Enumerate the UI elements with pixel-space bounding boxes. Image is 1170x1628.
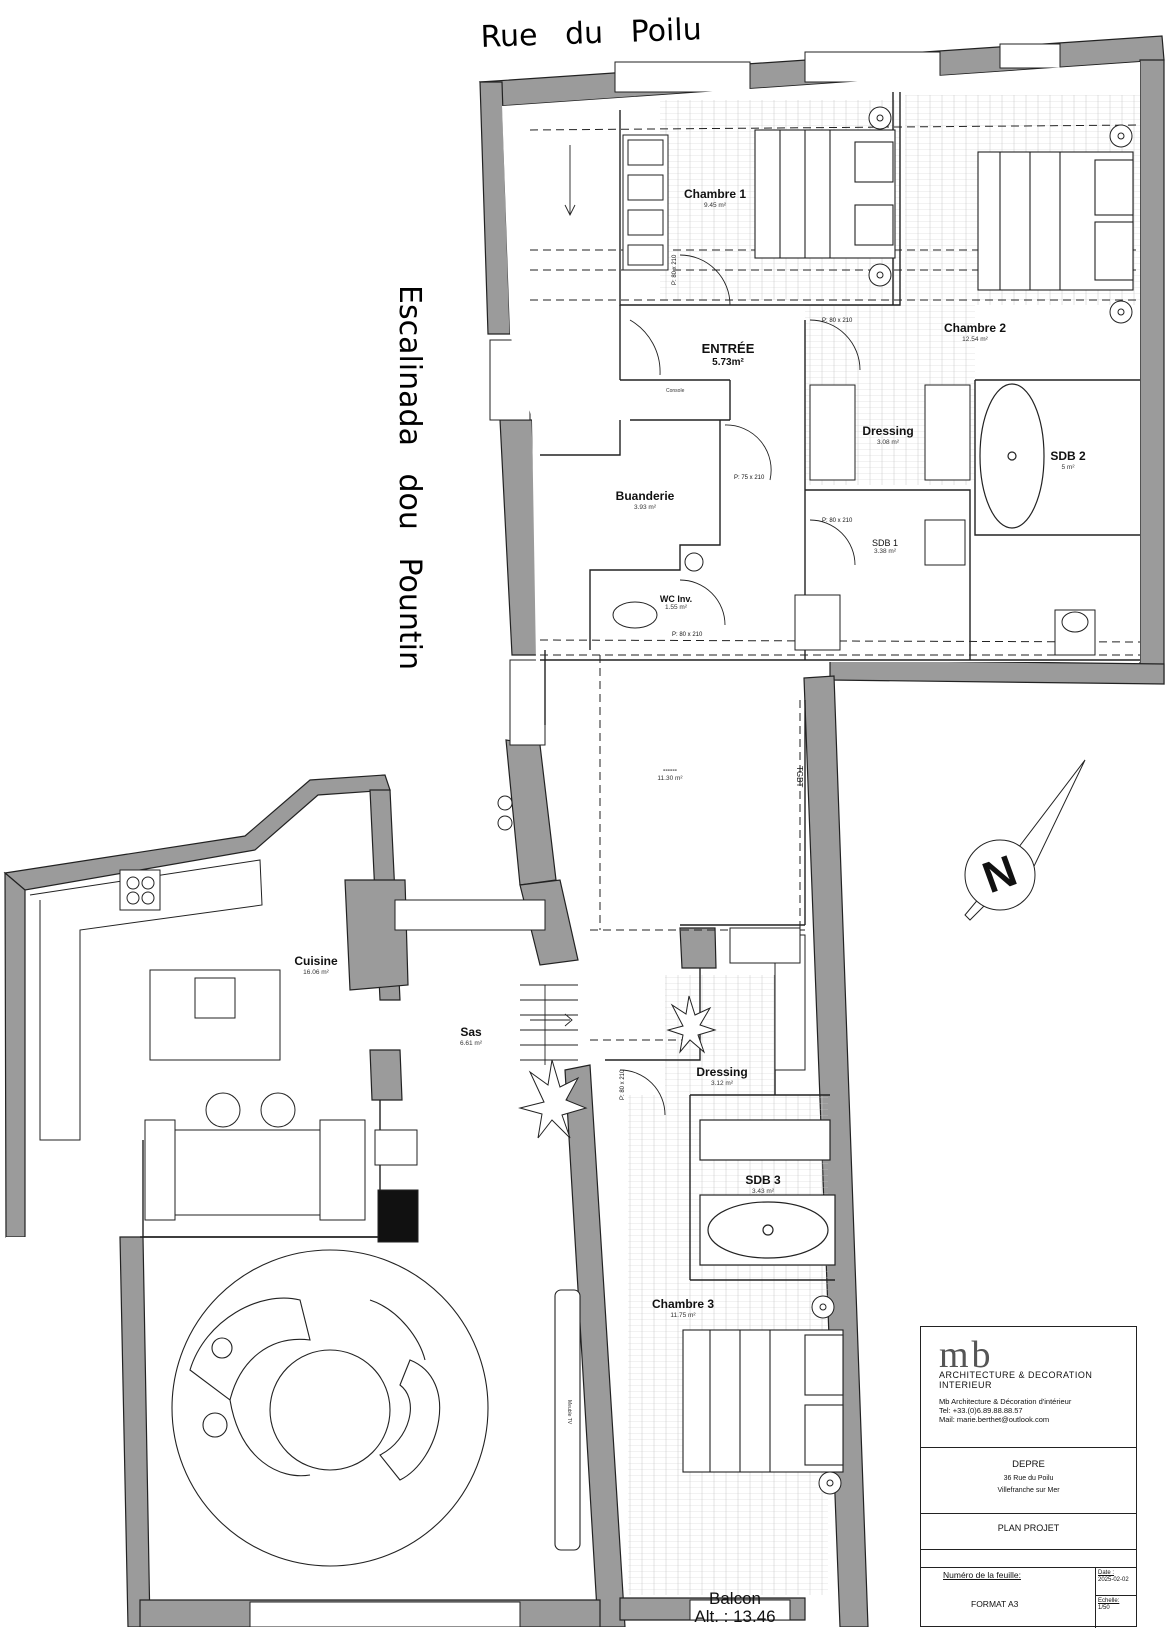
date-label: Date : [1098, 1570, 1115, 1576]
room-name: Chambre 3 [651, 1297, 715, 1311]
studio-logo: mb [939, 1334, 994, 1376]
bathtubs [699, 383, 1045, 1266]
room-name: SDB 2 [1050, 449, 1086, 463]
plan-title: PLAN PROJET [997, 1523, 1060, 1533]
divider [921, 1447, 1136, 1448]
wardrobes [622, 134, 971, 1071]
room-area: 3.38 m² [873, 548, 897, 556]
sheet-number-label: Numéro de la feuille: [943, 1570, 1021, 1580]
title-block: mb ARCHITECTURE & DECORATION INTERIEUR M… [920, 1326, 1137, 1628]
room-name: Cuisine [294, 954, 338, 968]
divider [921, 1549, 1136, 1550]
room-name: Chambre 1 [683, 187, 747, 201]
room-area: 12.54 m² [962, 335, 988, 343]
tgbt-label: TGBT [795, 766, 804, 788]
scale-label: Echelle: [1098, 1598, 1120, 1604]
room-area: 3.08 m² [876, 438, 900, 446]
door-label: P: 80 x 210 [822, 318, 853, 324]
room-sas: Sas 6.61 m² [459, 1025, 483, 1047]
living-room-furniture [171, 1249, 581, 1567]
client-info: DEPRE 36 Rue du Poilu Villefranche sur M… [921, 1457, 1136, 1497]
door-label: P: 80 x 210 [620, 1069, 626, 1100]
divider [921, 1567, 1136, 1568]
door-label: P: 75 x 210 [734, 475, 765, 481]
room-dressing-1: Dressing 3.08 m² [862, 424, 914, 446]
room-name: SDB 1 [871, 538, 899, 548]
date-value: 2025-02-02 [1098, 1577, 1129, 1584]
room-area: 16.06 m² [303, 968, 329, 976]
room-name: Chambre 2 [943, 321, 1007, 335]
exterior-walls [3, 35, 1165, 1627]
room-cuisine: Cuisine 16.06 m² [294, 954, 338, 976]
room-wc: WC Inv. 1.55 m² [660, 594, 692, 612]
door-label: P: 80 x 210 [672, 254, 678, 285]
room-name: ------ [662, 767, 677, 774]
room-area: 5 m² [1061, 463, 1075, 471]
room-name: SDB 3 [745, 1173, 781, 1187]
plants [518, 995, 717, 1139]
room-name: WC Inv. [659, 594, 693, 604]
room-dressing-2: Dressing 3.12 m² [696, 1065, 748, 1087]
room-name: Sas [460, 1025, 482, 1039]
balcon-label: Balcon Alt. : 13.46 [694, 1590, 775, 1626]
room-buanderie: Buanderie 3.93 m² [615, 489, 675, 511]
room-chambre-3: Chambre 3 11.75 m² [651, 1297, 715, 1319]
divider [1095, 1595, 1136, 1596]
room-area: 3.93 m² [633, 503, 657, 511]
room-name: Dressing [862, 424, 914, 438]
door-label: P: 80 x 210 [822, 518, 853, 524]
studio-name: ARCHITECTURE & DECORATION INTERIEUR [939, 1370, 1093, 1390]
interior-walls [140, 92, 1140, 1281]
studio-phone: Tel: +33.(0)6.89.88.88.57 [939, 1406, 1023, 1415]
room-sdb-3: SDB 3 3.43 m² [745, 1173, 781, 1195]
kitchen [29, 859, 419, 1243]
studio-contact: Mb Architecture & Décoration d'intérieur… [939, 1397, 1071, 1424]
room-name: Dressing [696, 1065, 748, 1079]
north-arrow [964, 759, 1086, 921]
room-area: 11.30 m² [657, 775, 683, 783]
studio-email: Mail: marie.berthet@outlook.com [939, 1415, 1050, 1424]
room-couloir: ------ 11.30 m² [657, 767, 682, 783]
room-sdb-2: SDB 2 5 m² [1050, 449, 1086, 471]
divider [1095, 1567, 1096, 1628]
balcon-name: Balcon [709, 1589, 761, 1608]
balcon-altitude: Alt. : 13.46 [694, 1606, 776, 1626]
room-name: ENTRÉE [701, 341, 755, 356]
sanitary [612, 519, 1096, 656]
client-address-1: 36 Rue du Poilu [1003, 1475, 1054, 1483]
room-chambre-1: Chambre 1 9.45 m² [683, 187, 747, 209]
room-entree: ENTRÉE 5.73m² [701, 341, 755, 368]
room-area: 1.55 m² [664, 604, 688, 612]
room-area: 6.61 m² [459, 1039, 483, 1047]
scale-value: 1/50 [1098, 1605, 1110, 1612]
door-label: P: 80 x 210 [672, 632, 703, 638]
fixtures-round [497, 106, 1133, 1495]
date-block: Date : 2025-02-02 [1098, 1570, 1129, 1584]
room-area: 3.43 m² [751, 1187, 775, 1195]
meuble-tv-label: Meuble TV [566, 1400, 572, 1425]
room-name: Buanderie [615, 489, 675, 503]
room-sdb-1: SDB 1 3.38 m² [872, 538, 898, 556]
company-name: Mb Architecture & Décoration d'intérieur [939, 1397, 1072, 1406]
room-chambre-2: Chambre 2 12.54 m² [943, 321, 1007, 343]
console-label: Console [666, 388, 685, 394]
door-swings [619, 254, 861, 1116]
beds [682, 129, 1134, 1473]
room-area: 3.12 m² [710, 1079, 734, 1087]
divider [921, 1513, 1136, 1514]
staircase [520, 145, 578, 1065]
client-address-2: Villefranche sur Mer [997, 1487, 1060, 1495]
client-name: DEPRE [1012, 1459, 1045, 1470]
street-name-side: Escalinada dou Pountin [392, 285, 427, 670]
scale-block: Echelle: 1/50 [1098, 1598, 1119, 1612]
room-area: 9.45 m² [703, 201, 727, 209]
room-area: 11.75 m² [670, 1311, 696, 1319]
sheet-format: FORMAT A3 [971, 1599, 1019, 1609]
room-area: 5.73m² [712, 356, 744, 368]
